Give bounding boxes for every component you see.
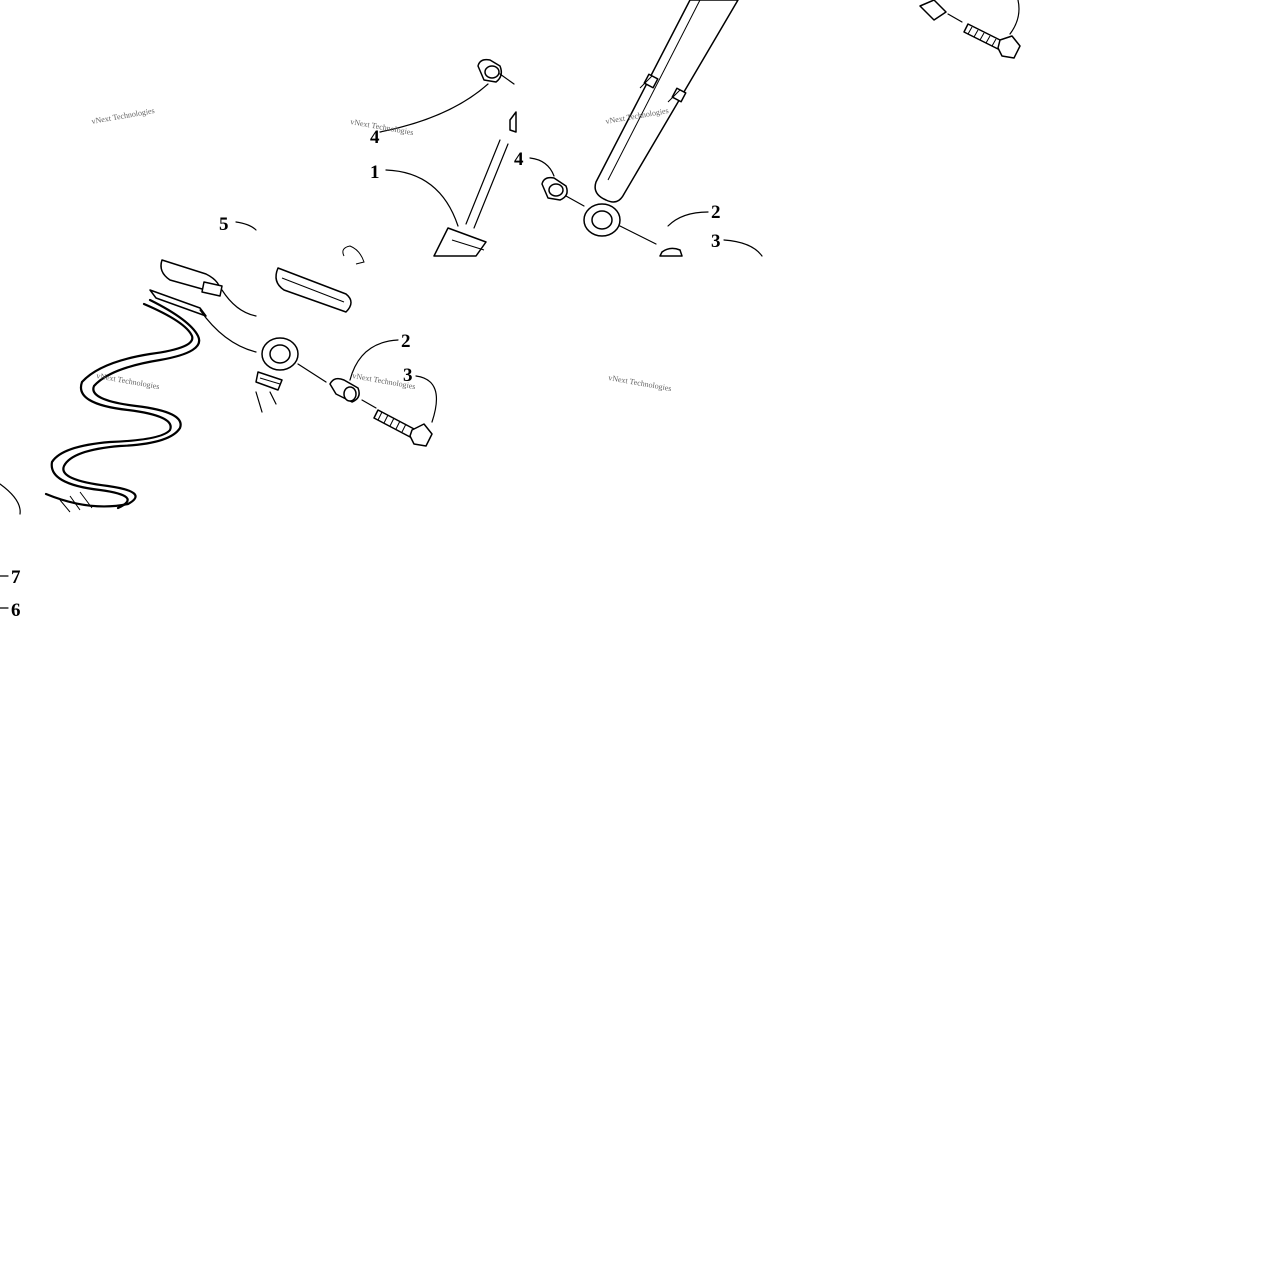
callout-4-middle: 4 [514, 149, 524, 170]
callout-2-upper: 2 [711, 202, 721, 223]
callout-2-lower: 2 [401, 331, 411, 352]
callout-6: 6 [11, 600, 21, 621]
leader-2-upper [667, 211, 709, 227]
shock-rod-and-housing [342, 111, 517, 265]
leader-lower-left [0, 483, 21, 515]
callout-7: 7 [11, 567, 21, 588]
watermark: vNext Technologies [350, 117, 415, 137]
watermark: vNext Technologies [96, 371, 161, 391]
spring-seat-upper [235, 221, 352, 313]
lower-sleeve-and-bolt [329, 339, 438, 447]
callout-1: 1 [370, 162, 380, 183]
callout-5: 5 [219, 214, 229, 235]
spring-seat-lower [149, 289, 257, 353]
callout-3-lower: 3 [403, 365, 413, 386]
coil-spring [44, 298, 201, 513]
leader-3-upper [723, 239, 763, 257]
lower-shock-eye [255, 337, 327, 413]
bushing-4-top [379, 58, 515, 133]
bushing-4-middle [529, 157, 585, 207]
spring-retainer [160, 259, 257, 317]
shock-body-main [583, 0, 739, 257]
callout-4-top: 4 [370, 127, 380, 148]
bolt-upper-right [919, 0, 1021, 59]
watermark: vNext Technologies [91, 106, 156, 126]
watermark: vNext Technologies [608, 373, 673, 393]
callout-3-upper: 3 [711, 231, 721, 252]
